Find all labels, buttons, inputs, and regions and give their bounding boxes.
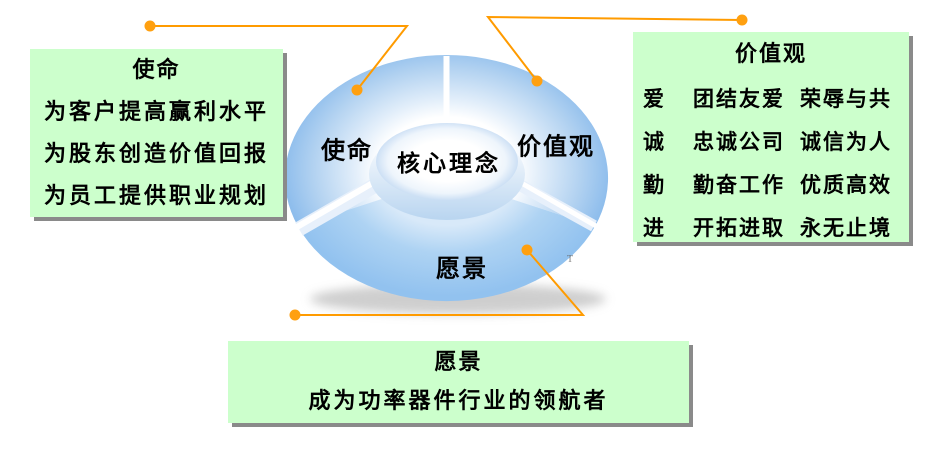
mission-chart-dot [351,84,363,96]
mission-box-title: 使命 [132,57,181,82]
values-connector [485,15,743,82]
values-row-4: 进 开拓进取 永无止境 [633,205,909,248]
values-row-1: 爱 团结友爱 荣辱与共 [633,76,909,119]
values-row-3-phrase-1: 勤奋工作 [693,172,785,197]
values-row-1-phrase-1: 团结友爱 [693,86,785,111]
watermark-artifact: T [567,254,574,265]
values-box-title: 价值观 [734,41,807,66]
values-chart-dot [531,75,543,87]
vision-box-title: 愿景 [434,349,483,374]
values-row-2: 诚 忠诚公司 诚信为人 [633,119,909,162]
values-row-1-phrase-2: 荣辱与共 [800,86,892,111]
values-callout-box: 价值观 爱 团结友爱 荣辱与共 诚 忠诚公司 诚信为人 勤 勤奋工作 优质高效 … [633,32,909,242]
values-row-2-key: 诚 [643,129,666,154]
center-label-core-philosophy: 核心理念 [397,151,501,176]
segment-vision [297,178,596,302]
values-row-3-key: 勤 [643,172,666,197]
mission-box-dot [144,20,156,32]
mission-line-1: 为客户提高赢利水平 [43,99,269,124]
values-row-4-phrase-2: 永无止境 [800,215,892,240]
segment-label-values: 价值观 [517,134,595,161]
mission-line-2: 为股东创造价值回报 [43,141,269,166]
values-row-3: 勤 勤奋工作 优质高效 [633,162,909,205]
mission-line-3: 为员工提供职业规划 [43,183,269,208]
values-box-dot [736,14,748,26]
gap-lower-right [509,174,598,229]
values-row-2-phrase-1: 忠诚公司 [693,129,785,154]
mission-connector [150,25,410,91]
segment-label-vision: 愿景 [436,256,488,283]
values-row-1-key: 爱 [643,86,666,111]
connector-dots [144,14,748,321]
vision-box-dot [289,309,301,321]
vision-connector [295,249,586,316]
hole-face [376,123,518,200]
mission-callout-box: 使命 为客户提高赢利水平 为股东创造价值回报 为员工提供职业规划 [30,49,283,217]
vision-callout-box: 愿景 成为功率器件行业的领航者 [228,341,689,423]
gap-lower-left [295,174,385,230]
values-row-4-key: 进 [643,215,666,240]
values-row-3-phrase-2: 优质高效 [800,172,892,197]
vision-line-1: 成为功率器件行业的领航者 [308,388,609,413]
values-row-2-phrase-2: 诚信为人 [800,129,892,154]
segment-label-mission: 使命 [321,138,373,165]
vision-chart-dot [521,244,533,256]
values-row-4-phrase-1: 开拓进取 [693,215,785,240]
